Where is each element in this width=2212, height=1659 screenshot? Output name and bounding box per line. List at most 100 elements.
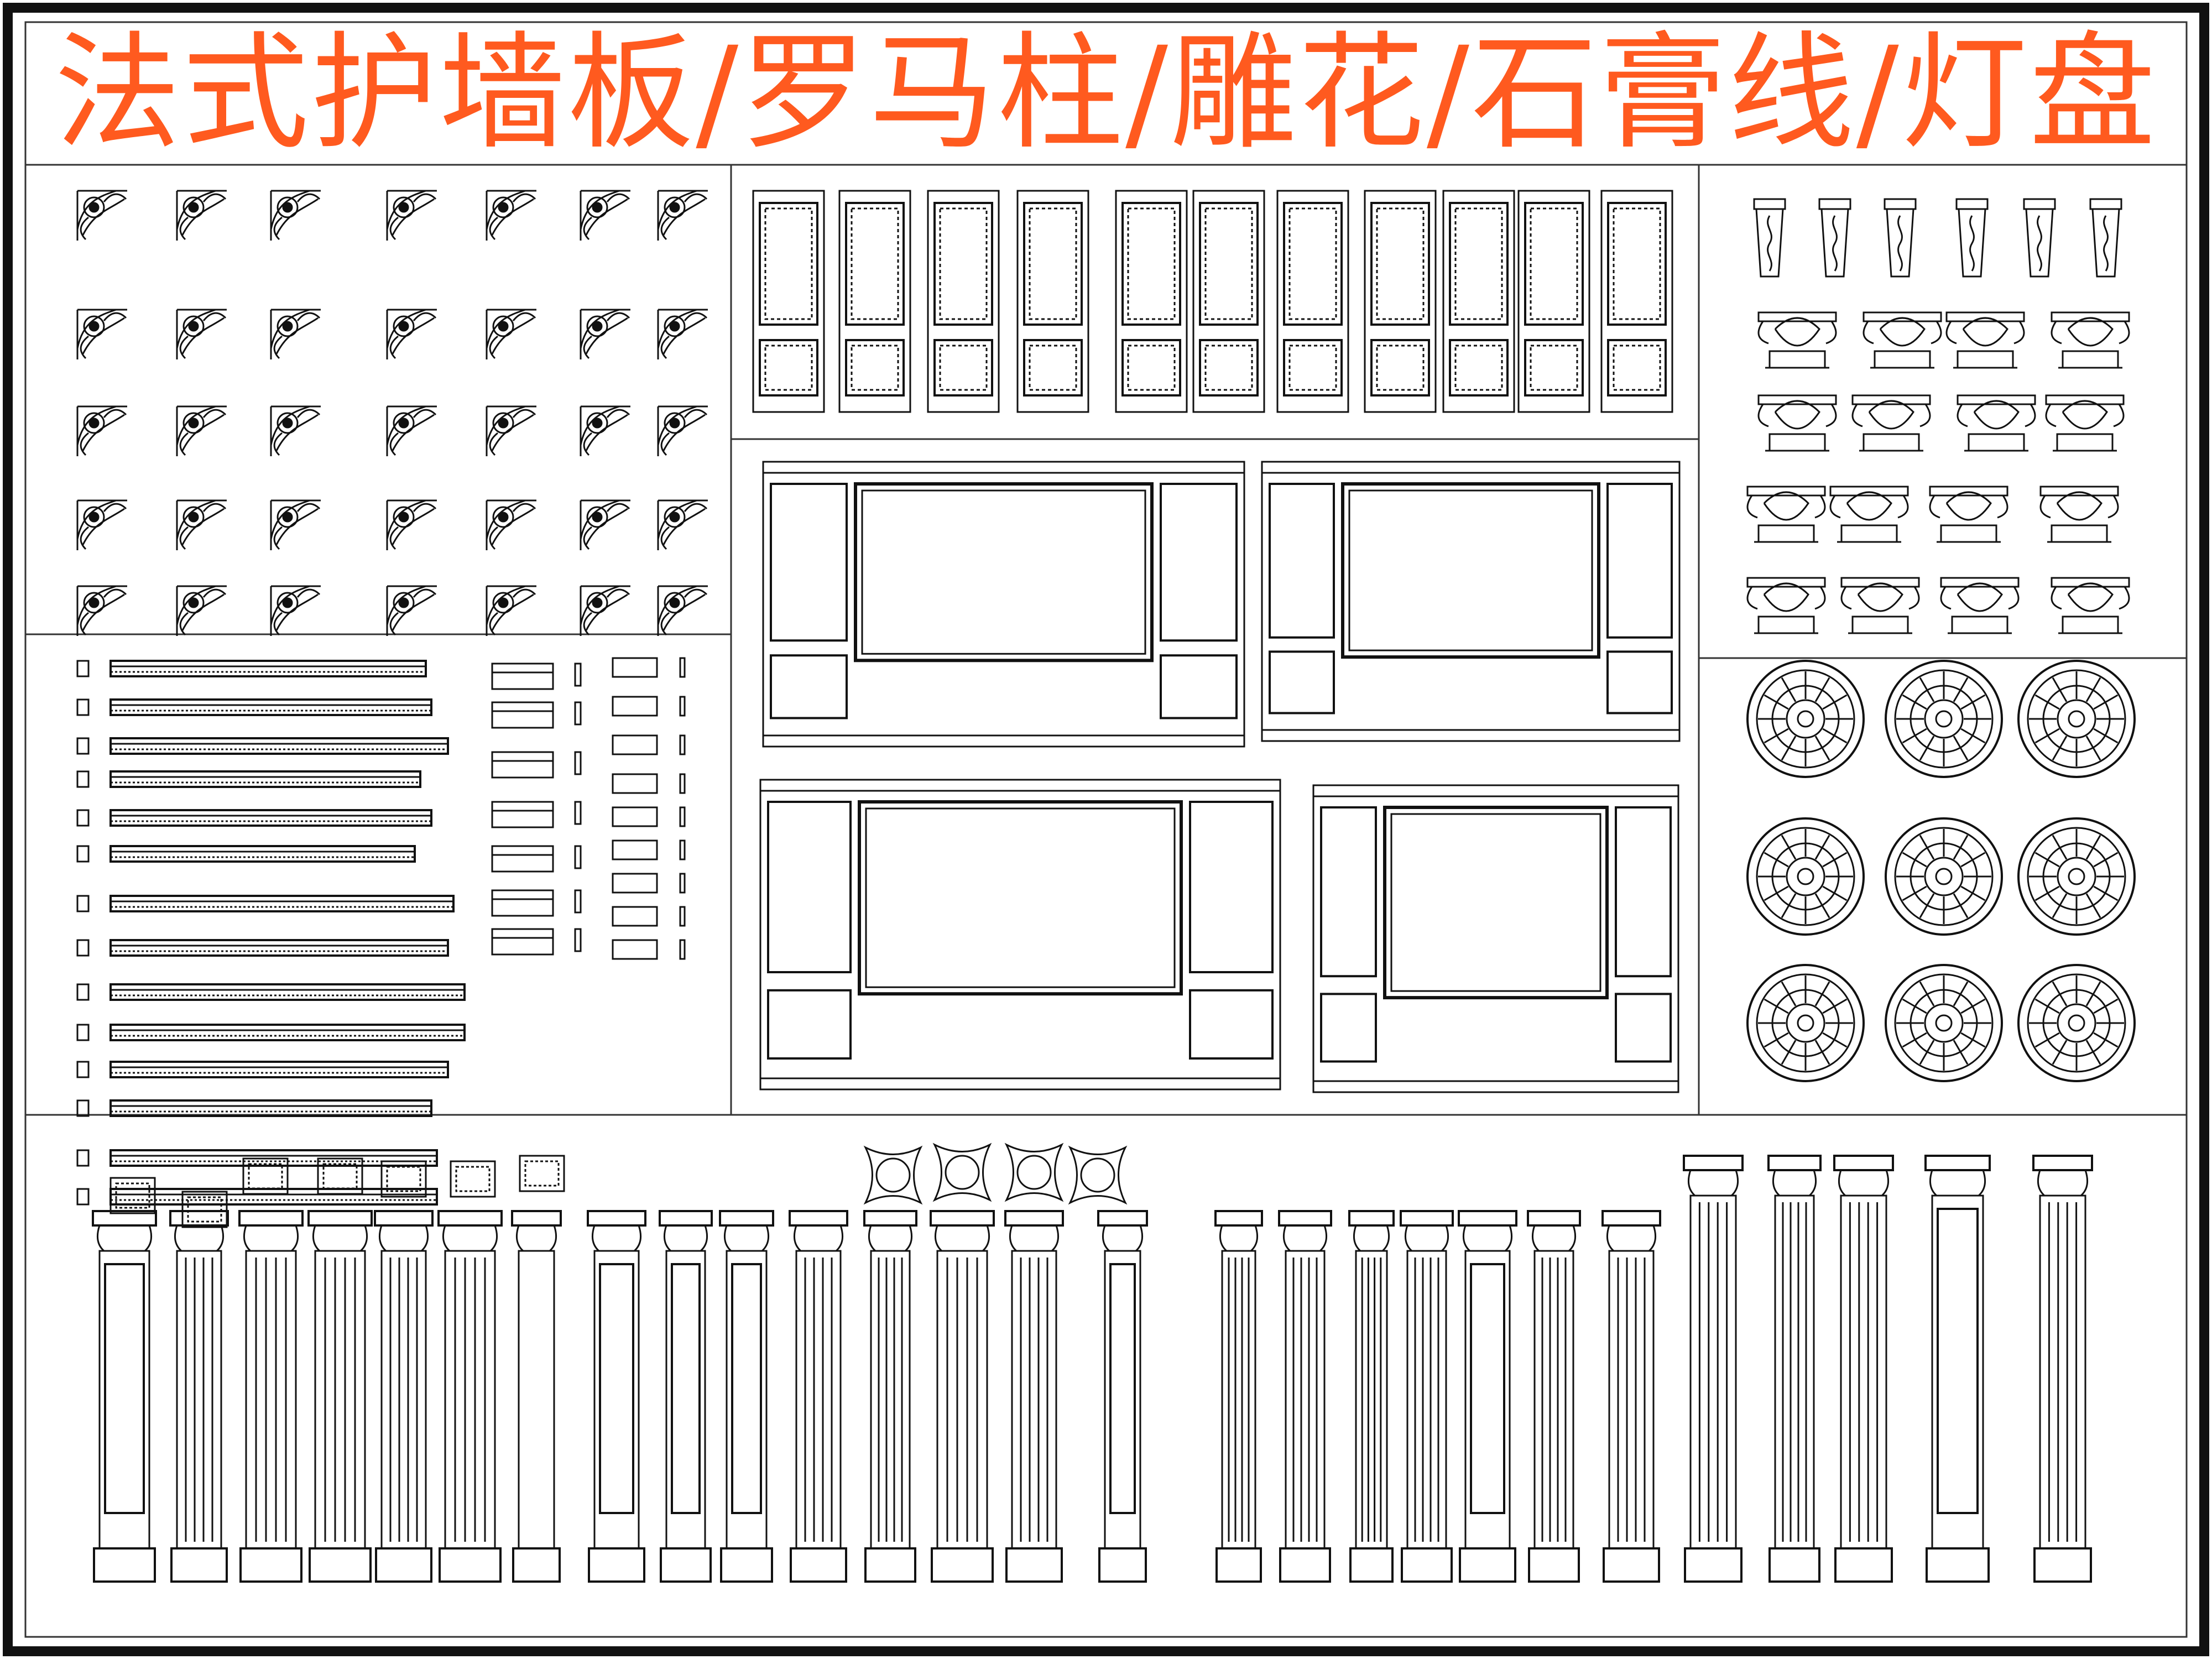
corner-ornament-icon <box>176 405 227 456</box>
corner-ornament-icon <box>76 405 127 456</box>
corbel-capital-icon <box>1746 486 1826 543</box>
roman-column-icon <box>169 1210 229 1583</box>
door-panel-icon <box>1115 190 1188 413</box>
corbel-capital-icon <box>1929 486 2008 543</box>
corbel-capital-icon <box>1940 577 2020 634</box>
ceiling-medallion-icon <box>1068 1145 1128 1205</box>
corner-carvings-section <box>76 190 708 636</box>
corbel-capital-icon <box>2051 311 2130 369</box>
corner-ornament-icon <box>176 190 227 241</box>
molding-profile-icon <box>612 873 686 894</box>
ceiling-medallion-icon <box>1885 964 2003 1082</box>
molding-profile-icon <box>76 809 432 827</box>
ceiling-medallion-icon <box>863 1145 923 1205</box>
wall-panel-elevation-icon <box>762 461 1245 748</box>
door-panel-icon <box>1192 190 1265 413</box>
molding-profile-icon <box>76 1099 432 1117</box>
molding-profile-icon <box>612 734 686 755</box>
molding-profile-icon <box>612 806 686 827</box>
corner-ornament-icon <box>386 309 437 359</box>
corner-ornament-icon <box>386 499 437 550</box>
corbel-capital-icon <box>1945 311 2025 369</box>
ceiling-medallion-icon <box>1746 817 1865 936</box>
molding-profile-icon <box>76 698 432 716</box>
ceiling-medallion-icon <box>1746 964 1865 1082</box>
roman-column-icon <box>2032 1155 2093 1583</box>
corbel-capital-icon <box>2051 577 2130 634</box>
roman-column-icon <box>719 1210 774 1583</box>
roman-column-icon <box>863 1210 917 1583</box>
corner-ornament-icon <box>76 585 127 636</box>
roman-column-icon <box>1348 1210 1395 1583</box>
corner-ornament-icon <box>270 405 321 456</box>
roman-column-icon <box>1214 1210 1263 1583</box>
molding-profile-icon <box>181 1191 228 1228</box>
corner-ornament-icon <box>386 585 437 636</box>
ceiling-medallion-icon <box>1885 817 2003 936</box>
roman-column-icon <box>1683 1155 1744 1583</box>
roman-column-icon <box>374 1210 434 1583</box>
corner-ornament-icon <box>486 499 536 550</box>
corner-ornament-icon <box>657 585 708 636</box>
molding-profile-icon <box>76 1024 466 1041</box>
roman-column-icon <box>789 1210 848 1583</box>
corner-ornament-icon <box>486 309 536 359</box>
corner-ornament-icon <box>270 585 321 636</box>
corbel-capital-icon <box>2089 198 2122 278</box>
corbel-capital-icon <box>1746 577 1826 634</box>
molding-profile-icon <box>612 939 686 960</box>
molding-profile-icon <box>76 895 455 912</box>
corner-ornament-icon <box>176 585 227 636</box>
ceiling-medallion-icon <box>2017 817 2136 936</box>
door-panel-icon <box>927 190 1000 413</box>
roman-columns-section <box>92 1142 2093 1583</box>
molding-profile-icon <box>491 889 582 917</box>
roman-column-icon <box>1458 1210 1517 1583</box>
corner-ornament-icon <box>657 309 708 359</box>
molding-profile-icon <box>612 906 686 927</box>
corner-ornament-icon <box>386 190 437 241</box>
wall-panel-elevation-icon <box>1312 784 1679 1093</box>
wall-panels-section <box>759 461 1681 1093</box>
corbel-capital-icon <box>1753 198 1786 278</box>
roman-column-icon <box>511 1210 562 1583</box>
corbel-capital-icon <box>2039 486 2119 543</box>
page-title: 法式护墙板/罗马柱/雕花/石膏线/灯盘 <box>54 19 2158 166</box>
corbel-capital-icon <box>1884 198 1917 278</box>
corbel-capital-icon <box>1757 311 1837 369</box>
door-panel-icon <box>1442 190 1515 413</box>
molding-profile-icon <box>491 801 582 828</box>
molding-profile-icon <box>450 1160 496 1198</box>
roman-column-icon <box>1097 1210 1148 1583</box>
roman-column-icon <box>307 1210 373 1583</box>
corner-ornament-icon <box>270 190 321 241</box>
roman-column-icon <box>659 1210 713 1583</box>
molding-profile-icon <box>76 1061 449 1078</box>
door-panel-icon <box>752 190 825 413</box>
corbel-capital-icon <box>1757 394 1837 452</box>
molding-profile-icon <box>612 839 686 860</box>
corner-ornament-icon <box>580 499 630 550</box>
molding-profile-icon <box>491 845 582 873</box>
roman-column-icon <box>587 1210 646 1583</box>
corner-ornament-icon <box>580 585 630 636</box>
corbel-capital-icon <box>1851 394 1931 452</box>
roman-column-icon <box>437 1210 503 1583</box>
ceiling-medallion-icon <box>1746 660 1865 778</box>
molding-profile-icon <box>491 928 582 956</box>
corbel-capital-icon <box>1840 577 1920 634</box>
molding-profile-icon <box>109 1177 156 1214</box>
door-panel-icon <box>1016 190 1089 413</box>
corbel-capital-icon <box>2023 198 2056 278</box>
ceiling-medallions-section <box>1746 660 2136 1082</box>
corner-ornament-icon <box>657 499 708 550</box>
corner-ornament-icon <box>486 190 536 241</box>
corbel-capital-icon <box>2045 394 2125 452</box>
molding-profile-icon <box>491 662 582 690</box>
molding-profile-icon <box>317 1157 363 1195</box>
corner-ornament-icon <box>486 585 536 636</box>
wall-panel-elevation-icon <box>1261 461 1681 742</box>
roman-column-icon <box>1278 1210 1332 1583</box>
ceiling-medallion-icon <box>932 1142 992 1202</box>
